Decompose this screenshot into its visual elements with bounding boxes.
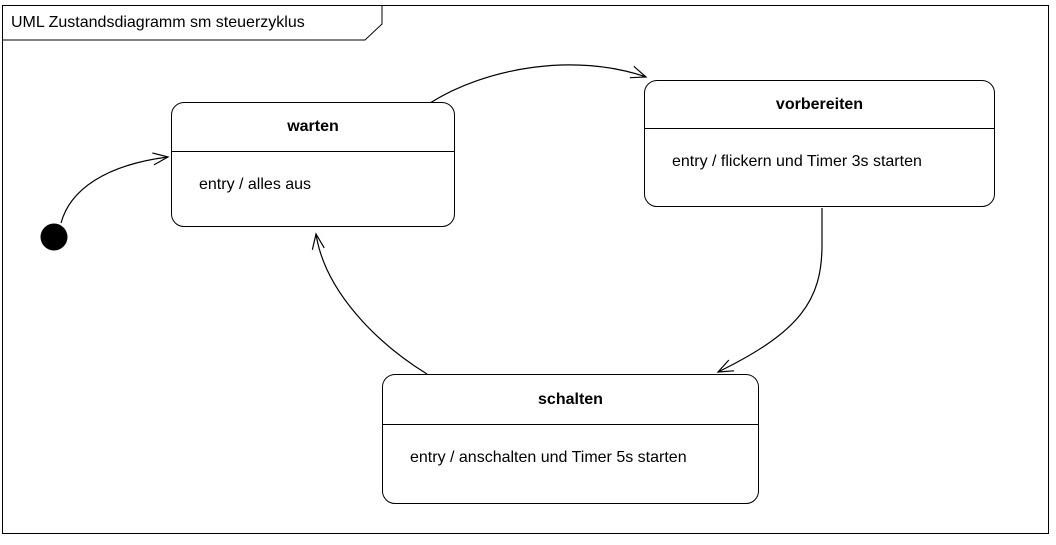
state-vorbereiten-entry-action: entry / flickern und Timer 3s starten — [672, 153, 922, 170]
transition-initial-to-warten[interactable] — [60, 152, 170, 224]
transition-vorbereiten-to-schalten[interactable] — [716, 208, 823, 373]
transition-schalten-to-warten[interactable] — [311, 232, 428, 375]
state-schalten-name: schalten — [383, 375, 758, 425]
state-vorbereiten-name: vorbereiten — [645, 81, 994, 129]
frame-label-outline — [3, 6, 383, 41]
frame-title: UML Zustandsdiagramm sm steuerzyklus — [11, 14, 305, 31]
transition-warten-to-vorbereiten[interactable] — [429, 64, 648, 104]
state-warten-entry-action: entry / alles aus — [199, 176, 312, 193]
initial-pseudostate[interactable] — [40, 223, 68, 251]
state-warten-name: warten — [172, 103, 454, 152]
state-schalten-entry-action: entry / anschalten und Timer 5s starten — [410, 449, 687, 466]
state-schalten[interactable]: schalten entry / anschalten und Timer 5s… — [382, 374, 759, 504]
state-vorbereiten[interactable]: vorbereiten entry / flickern und Timer 3… — [644, 80, 995, 207]
state-warten[interactable]: warten entry / alles aus — [171, 102, 455, 227]
